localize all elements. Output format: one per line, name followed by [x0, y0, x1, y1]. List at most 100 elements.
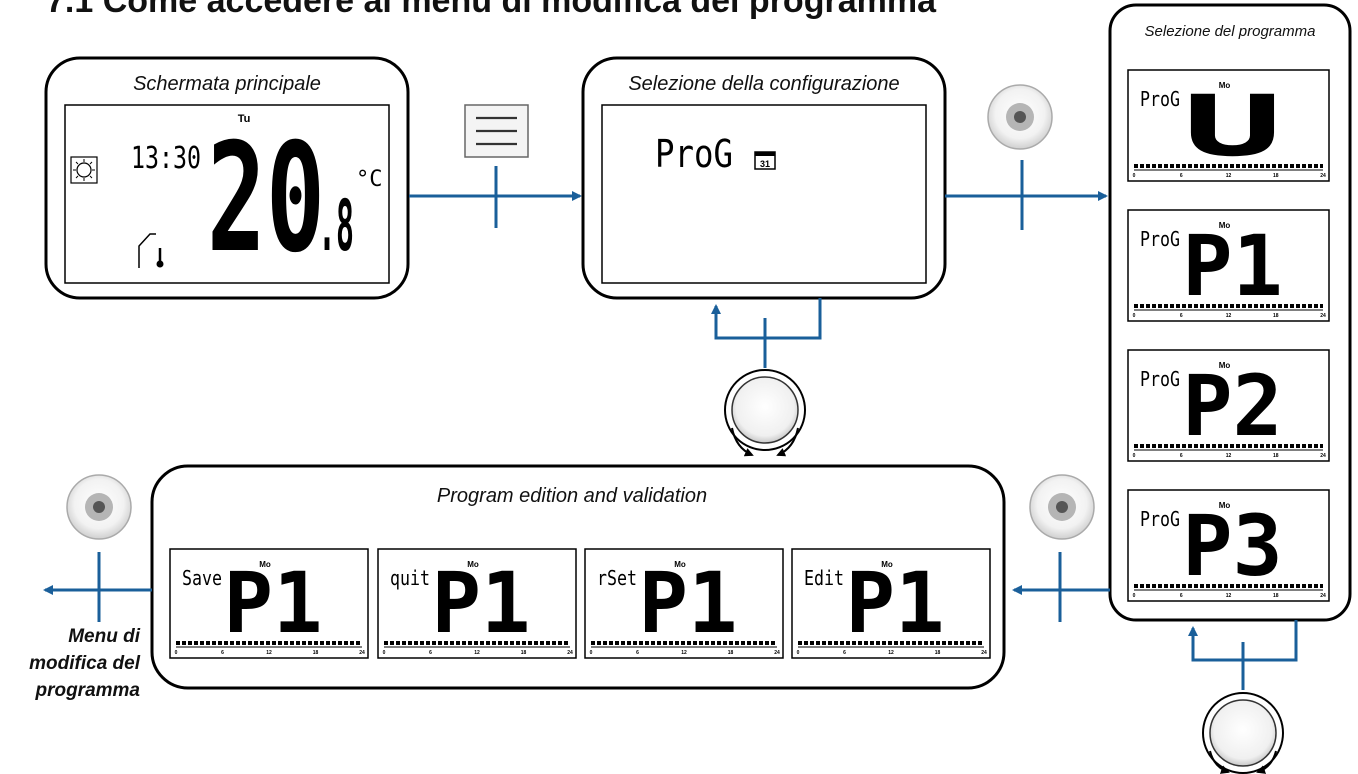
svg-text:modifica del: modifica del: [29, 653, 141, 674]
timeline-tick-label: 6: [843, 650, 846, 656]
panel-label: ProG: [1140, 87, 1180, 111]
timeline-tick-label: 24: [1320, 173, 1326, 179]
timeline-tick-label: 24: [359, 650, 365, 656]
ok-button-icon-3[interactable]: [66, 474, 132, 540]
panel-day: Mo: [674, 560, 686, 569]
timeline-tick-label: 0: [175, 650, 178, 656]
panel-value: P1: [845, 554, 944, 652]
timeline-tick-label: 24: [1320, 453, 1326, 459]
panel-value: P3: [1182, 497, 1283, 595]
panel-value: P1: [223, 554, 322, 652]
timeline-tick-label: 18: [1273, 453, 1279, 459]
timeline-tick-label: 18: [728, 650, 734, 656]
calendar-icon: 31: [754, 151, 776, 170]
edition-title: Program edition and validation: [437, 485, 707, 507]
timeline-tick-label: 12: [1226, 313, 1232, 319]
main-screen-title: Schermata principale: [133, 73, 321, 95]
menu-button-icon[interactable]: [464, 104, 529, 158]
sun-icon: [70, 156, 98, 184]
rotary-knob-icon[interactable]: [724, 369, 806, 457]
timeline-bar: 0 6 12 18 24: [383, 641, 573, 656]
timeline-tick-label: 0: [1133, 593, 1136, 599]
main-day: Tu: [238, 113, 251, 125]
svg-text:Menu di: Menu di: [68, 626, 140, 647]
panel-label: Edit: [804, 566, 844, 590]
timeline-tick-label: 0: [590, 650, 593, 656]
timeline-tick-label: 6: [1180, 593, 1183, 599]
timeline-tick-label: 6: [1180, 313, 1183, 319]
panel-value: U: [1182, 77, 1283, 175]
panel-label: ProG: [1140, 227, 1180, 251]
knob-loop-config: [711, 298, 822, 340]
timeline-bar: 0 6 12 18 24: [1133, 164, 1326, 179]
timeline-bar: 0 6 12 18 24: [1133, 304, 1326, 319]
timeline-tick-label: 18: [1273, 173, 1279, 179]
timeline-tick-label: 12: [1226, 173, 1232, 179]
ok-button-icon-2[interactable]: [1029, 474, 1095, 540]
panel-day: Mo: [1219, 221, 1231, 230]
panel-label: Save: [182, 566, 222, 590]
timeline-tick-label: 18: [313, 650, 319, 656]
timeline-tick-label: 12: [888, 650, 894, 656]
panel-value: P2: [1182, 357, 1283, 455]
config-screen-box: Selezione della configurazione ProG 31: [581, 56, 947, 300]
timeline-tick-label: 12: [1226, 593, 1232, 599]
panel-label: ProG: [1140, 507, 1180, 531]
panel-day: Mo: [1219, 501, 1231, 510]
panel-value: P1: [431, 554, 530, 652]
timeline-tick-label: 6: [1180, 453, 1183, 459]
timeline-tick-label: 12: [266, 650, 272, 656]
timeline-tick-label: 6: [429, 650, 432, 656]
exit-caption: Menu di modifica del programma: [29, 626, 141, 701]
main-unit: °C: [356, 167, 383, 192]
panel-day: Mo: [467, 560, 479, 569]
timeline-bar: 0 6 12 18 24: [175, 641, 365, 656]
timeline-tick-label: 12: [681, 650, 687, 656]
timeline-tick-label: 24: [1320, 313, 1326, 319]
timeline-tick-label: 24: [567, 650, 573, 656]
timeline-tick-label: 24: [1320, 593, 1326, 599]
panel-label: ProG: [1140, 367, 1180, 391]
timeline-tick-label: 24: [981, 650, 987, 656]
timeline-tick-label: 18: [521, 650, 527, 656]
main-lcd: [64, 104, 390, 284]
rotary-knob-icon-2[interactable]: [1202, 692, 1284, 774]
timeline-tick-label: 12: [474, 650, 480, 656]
timeline-tick-label: 0: [1133, 453, 1136, 459]
timeline-tick-label: 0: [1133, 313, 1136, 319]
timeline-tick-label: 18: [1273, 313, 1279, 319]
config-screen-title: Selezione della configurazione: [628, 73, 899, 95]
page-heading: 7.1 Come accedere al menu di modifica de…: [46, 0, 937, 20]
panel-day: Mo: [1219, 361, 1231, 370]
timeline-tick-label: 24: [774, 650, 780, 656]
timeline-tick-label: 0: [1133, 173, 1136, 179]
thermometer-icon: [138, 233, 164, 268]
svg-text:programma: programma: [34, 680, 140, 701]
timeline-bar: 0 6 12 18 24: [797, 641, 987, 656]
panel-label: rSet: [597, 566, 637, 590]
config-label: ProG: [655, 132, 733, 176]
timeline-tick-label: 18: [935, 650, 941, 656]
ok-button-icon[interactable]: [987, 84, 1053, 150]
main-time: 13:30: [131, 141, 201, 176]
main-temperature-decimal: .8: [318, 185, 354, 267]
timeline-tick-label: 6: [1180, 173, 1183, 179]
timeline-tick-label: 0: [797, 650, 800, 656]
timeline-tick-label: 6: [221, 650, 224, 656]
timeline-tick-label: 0: [383, 650, 386, 656]
panel-value: P1: [1182, 217, 1283, 315]
main-temperature: 20: [207, 112, 325, 286]
